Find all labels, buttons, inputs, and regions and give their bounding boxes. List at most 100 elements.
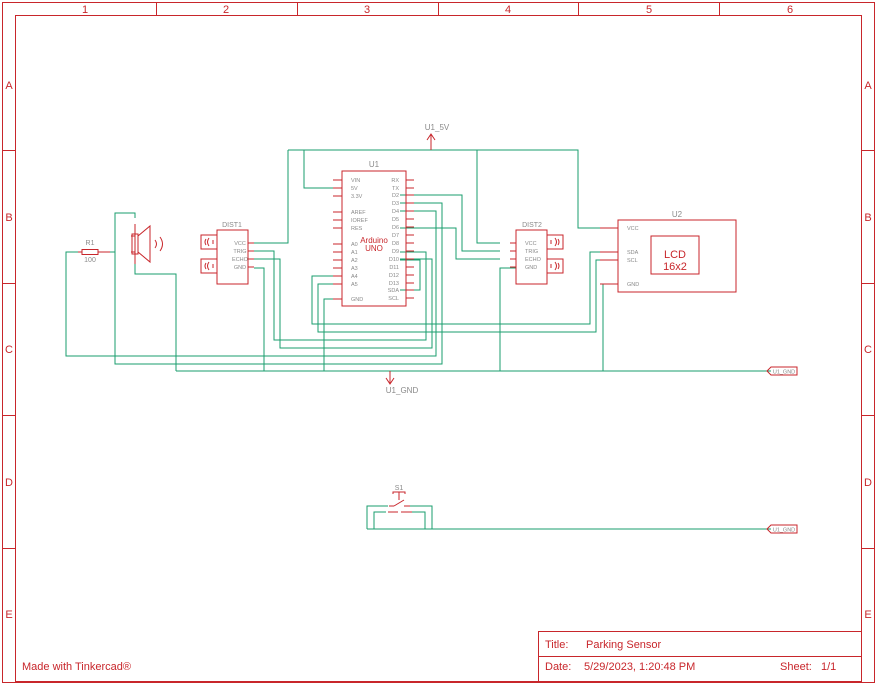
resistor-r1[interactable]: R1 100 (78, 240, 115, 264)
sheet-label: Sheet: (780, 661, 812, 673)
u1-pin-label: D7 (392, 233, 399, 239)
u1-pin-label: TX (392, 186, 399, 192)
title-block: Title: Parking Sensor Date: 5/29/2023, 1… (538, 631, 862, 682)
gnd-net-label: U1_GND (386, 386, 419, 395)
row-label: D (864, 477, 872, 489)
arduino-uno-u1[interactable]: U1 Arduino UNO VIN5V3.3VAREFIOREFRESA0A1… (333, 160, 414, 307)
vcc-symbol[interactable]: U1_5V (425, 123, 450, 150)
u1-pin-label: D6 (392, 225, 399, 231)
dist2-pin-label: VCC (525, 241, 537, 247)
wire-switch-inner[interactable] (373, 511, 386, 529)
column-label: 1 (82, 4, 88, 16)
row-label: C (5, 344, 13, 356)
u2-pin-label: SDA (627, 250, 639, 256)
dist2-pin-label: TRIG (525, 249, 538, 255)
wire-switch-right[interactable] (410, 505, 433, 529)
u1-pin-label: A0 (351, 242, 358, 248)
dist1-designator: DIST1 (222, 222, 242, 229)
column-labels: 1 2 3 4 5 6 (82, 4, 793, 16)
row-label: E (864, 609, 871, 621)
u1-pin-label: IOREF (351, 218, 368, 224)
u1-pin-label: RX (391, 178, 399, 184)
u1-pin-label: A4 (351, 274, 358, 280)
row-label: A (5, 80, 13, 92)
vcc-net-label: U1_5V (425, 123, 450, 132)
column-label: 6 (787, 4, 793, 16)
dist1-pin-label: ECHO (232, 257, 249, 263)
lcd-label-line2: 16x2 (663, 261, 687, 273)
u1-pin-label: RES (351, 226, 363, 232)
wire-gnd-u1[interactable] (323, 298, 333, 371)
u1-pin-label: D2 (392, 193, 399, 199)
dist2-pin-label: GND (525, 265, 537, 271)
row-label: B (5, 212, 12, 224)
u2-pin-label: SCL (627, 258, 638, 264)
wire-gnd-u2[interactable] (600, 283, 604, 371)
wire-lcd-sda[interactable] (311, 251, 600, 325)
u2-pin-label: VCC (627, 226, 639, 232)
gnd-tag-label: U1_GND (773, 370, 795, 376)
speaker-icon[interactable] (131, 224, 163, 264)
gnd-net-tag-2[interactable]: U1_GND (766, 524, 798, 534)
u1-pin-label: D12 (389, 273, 399, 279)
column-label: 3 (364, 4, 370, 16)
u1-pin-label: A5 (351, 282, 358, 288)
lcd-module-u2[interactable]: U2 LCD 16x2 VCC SDA SCL GND (600, 210, 737, 293)
title-label: Title: (545, 639, 568, 651)
u1-pin-label: A2 (351, 258, 358, 264)
wire-r1-left[interactable] (65, 210, 437, 357)
row-label: C (864, 344, 872, 356)
u1-pin-label: D13 (389, 281, 399, 287)
dist1-pin-label: VCC (234, 241, 246, 247)
wire-5v-dist1[interactable] (254, 150, 289, 244)
u1-pin-label: A1 (351, 250, 358, 256)
ultrasonic-sensor-dist1[interactable]: DIST1 VCC TRIG ECHO GND (200, 222, 254, 285)
row-label: B (864, 212, 871, 224)
wire-5v-rail[interactable] (288, 149, 600, 229)
wire-5v-dist2[interactable] (476, 150, 500, 244)
wire-gnd-speaker[interactable] (134, 264, 177, 371)
gnd-net-tag-1[interactable]: U1_GND (766, 366, 798, 376)
dist1-pin-label: GND (234, 265, 246, 271)
u1-label-line1: Arduino (360, 236, 388, 245)
u1-label-line2: UNO (365, 244, 383, 253)
row-label: E (5, 609, 12, 621)
u1-pin-label: D3 (392, 201, 399, 207)
ultrasonic-sensor-dist2[interactable]: DIST2 VCC TRIG ECHO GND (510, 222, 564, 285)
wire-dist1-trig[interactable] (254, 250, 427, 341)
dist2-pin-label: ECHO (525, 257, 542, 263)
u1-pin-label: D5 (392, 217, 399, 223)
wire-dist2-trig[interactable] (400, 194, 500, 252)
column-label: 5 (646, 4, 652, 16)
wire-switch-inner-r[interactable] (412, 511, 426, 529)
u1-pin-label: SDA (388, 288, 400, 294)
u1-pin-label: VIN (351, 178, 360, 184)
u1-designator: U1 (369, 160, 380, 169)
wire-dist2-echo[interactable] (400, 227, 500, 260)
u2-pin-label: GND (627, 282, 639, 288)
column-label: 2 (223, 4, 229, 16)
ground-symbol[interactable]: U1_GND (385, 371, 419, 395)
u1-pin-label: A3 (351, 266, 358, 272)
wire-gnd-dist2[interactable] (499, 267, 516, 371)
sheet-value: 1/1 (821, 661, 836, 673)
dist2-designator: DIST2 (522, 222, 542, 229)
wire-speaker-r1[interactable] (114, 202, 443, 365)
row-label: D (5, 477, 13, 489)
wire-switch-left[interactable] (366, 505, 388, 529)
title-value: Parking Sensor (586, 639, 662, 651)
u1-pin-label: D9 (392, 249, 399, 255)
wire-lcd-scl[interactable] (317, 259, 600, 333)
wire-5v-u1[interactable] (303, 150, 333, 189)
u1-pin-label: 3.3V (351, 194, 363, 200)
wire-dist1-echo[interactable] (254, 258, 433, 349)
column-label: 4 (505, 4, 511, 16)
pushbutton-switch-s1[interactable]: S1 (388, 485, 412, 513)
gnd-tag-label: U1_GND (773, 528, 795, 534)
u1-pin-label: D8 (392, 241, 399, 247)
wire-gnd-dist1[interactable] (254, 267, 265, 371)
u1-pin-label: SCL (388, 296, 399, 302)
